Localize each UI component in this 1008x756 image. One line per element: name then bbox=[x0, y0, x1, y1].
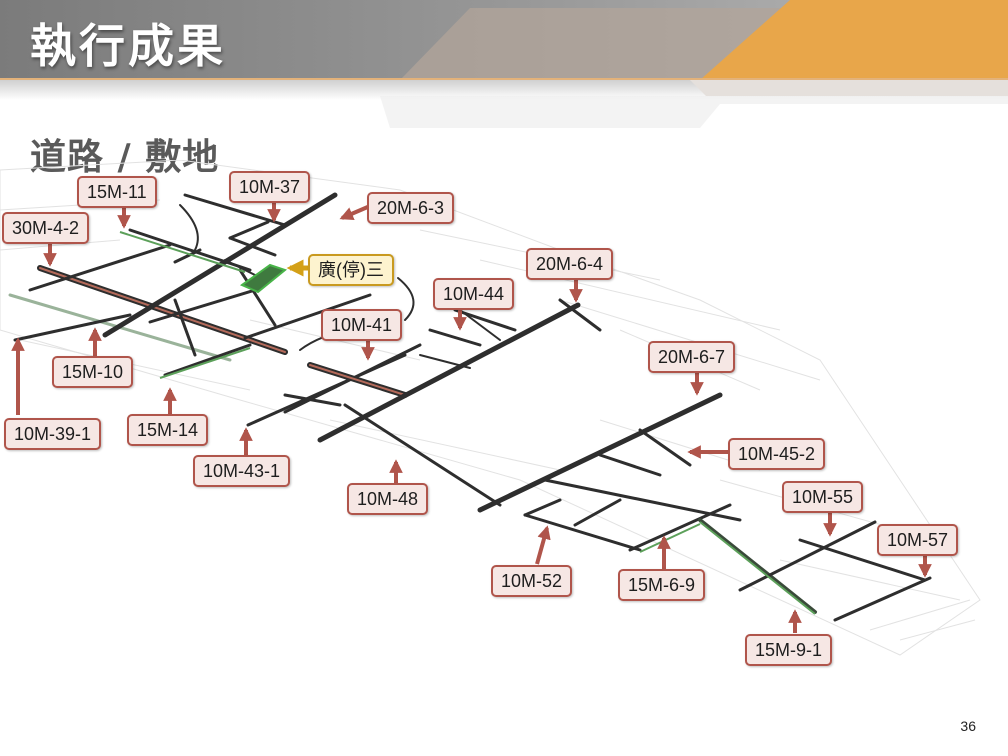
label-arrows bbox=[11, 199, 932, 633]
road-15m-6-9 bbox=[698, 518, 817, 614]
label-15m-11: 15M-11 bbox=[77, 176, 157, 208]
page-title: 執行成果 bbox=[30, 19, 226, 73]
label-15m-9-1: 15M-9-1 bbox=[745, 634, 833, 666]
label-15m-14: 15M-14 bbox=[127, 414, 209, 446]
label-15m-10: 15M-10 bbox=[52, 356, 134, 388]
arrow-10m-52 bbox=[535, 525, 551, 565]
label-park-3: 廣(停)三 bbox=[308, 254, 394, 286]
road-network bbox=[8, 192, 932, 622]
label-10m-39-1: 10M-39-1 bbox=[4, 418, 102, 450]
label-15m-6-9: 15M-6-9 bbox=[618, 569, 706, 601]
park-plot-3 bbox=[239, 263, 288, 294]
road-20m-6-7 bbox=[477, 392, 723, 513]
label-10m-55: 10M-55 bbox=[782, 481, 864, 513]
label-10m-48: 10M-48 bbox=[347, 483, 429, 515]
label-10m-37: 10M-37 bbox=[229, 171, 311, 203]
label-10m-57: 10M-57 bbox=[877, 524, 959, 556]
label-10m-44: 10M-44 bbox=[433, 278, 515, 310]
banner-graphic bbox=[0, 0, 1008, 128]
page-number: 36 bbox=[960, 718, 976, 734]
label-10m-52: 10M-52 bbox=[491, 565, 573, 597]
label-10m-43-1: 10M-43-1 bbox=[193, 455, 291, 487]
label-20m-6-3: 20M-6-3 bbox=[367, 192, 455, 224]
label-30m-4-2: 30M-4-2 bbox=[2, 212, 90, 244]
section-subtitle: 道路 / 敷地 bbox=[30, 137, 220, 178]
title-banner bbox=[0, 0, 1008, 130]
label-10m-41: 10M-41 bbox=[321, 309, 403, 341]
label-10m-45-2: 10M-45-2 bbox=[728, 438, 826, 470]
arrow-20m-6-3 bbox=[339, 204, 371, 220]
label-20m-6-7: 20M-6-7 bbox=[648, 341, 736, 373]
label-20m-6-4: 20M-6-4 bbox=[526, 248, 614, 280]
